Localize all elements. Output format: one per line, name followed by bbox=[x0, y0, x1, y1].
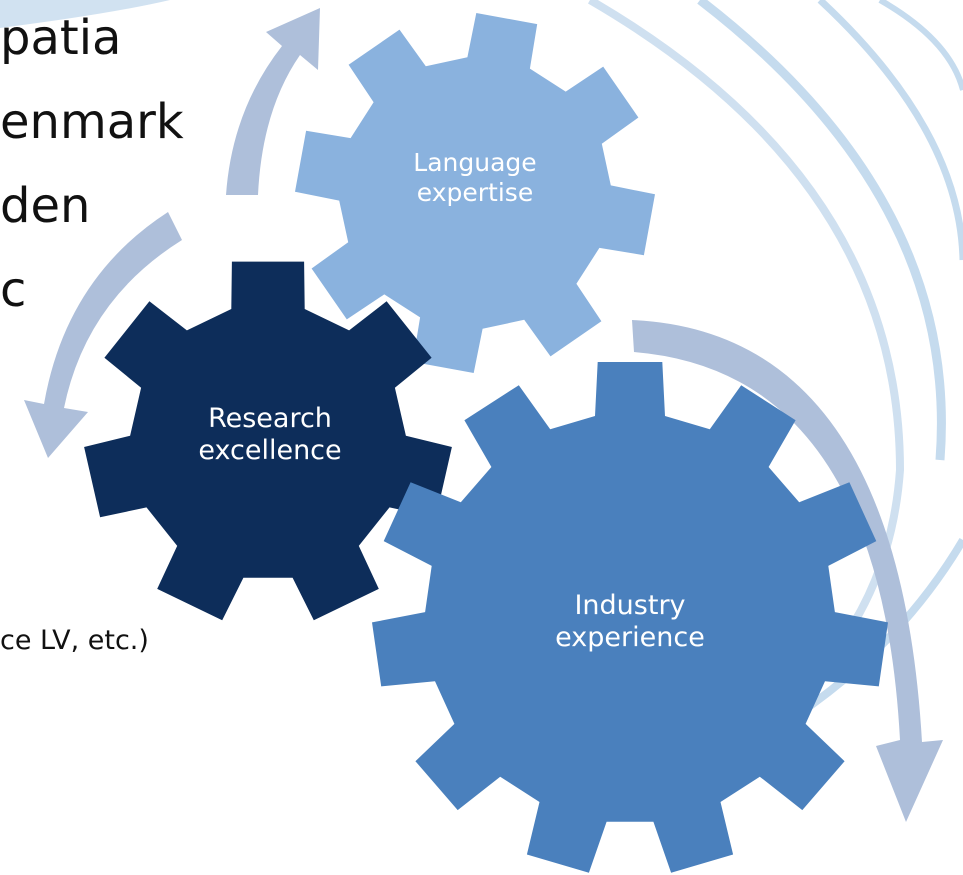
background-swoosh-2 bbox=[817, 0, 963, 261]
gear-label-language-line2: expertise bbox=[416, 178, 534, 207]
gear-label-industry-line1: Industry bbox=[574, 590, 686, 621]
bullet-line-3: den bbox=[0, 178, 91, 234]
background-swoosh-1 bbox=[697, 0, 946, 461]
gear-language bbox=[295, 13, 655, 373]
gear-label-industry: Industry experience bbox=[520, 590, 740, 655]
gear-label-language: Language expertise bbox=[385, 148, 565, 208]
gear-industry bbox=[372, 362, 888, 873]
bullet-line-4: c bbox=[0, 262, 27, 318]
arrow-up bbox=[226, 8, 320, 195]
arrow-down-left bbox=[24, 212, 182, 458]
background-swoosh-3 bbox=[878, 0, 963, 91]
gear-label-industry-line2: experience bbox=[555, 622, 705, 654]
gear-research bbox=[84, 261, 452, 621]
gear-label-language-line1: Language bbox=[413, 148, 537, 177]
gear-label-research-line2: excellence bbox=[198, 435, 342, 467]
bullet-line-2: enmark bbox=[0, 94, 184, 150]
bullet-line-5: ce LV, etc.) bbox=[0, 625, 149, 656]
gears-layer bbox=[84, 13, 888, 873]
gear-label-research: Research excellence bbox=[170, 403, 370, 468]
arrow-right-curve bbox=[632, 320, 943, 822]
bullet-line-1: patia bbox=[0, 10, 122, 66]
background-swoosh-6 bbox=[0, 0, 170, 28]
gear-label-research-line1: Research bbox=[208, 403, 332, 434]
